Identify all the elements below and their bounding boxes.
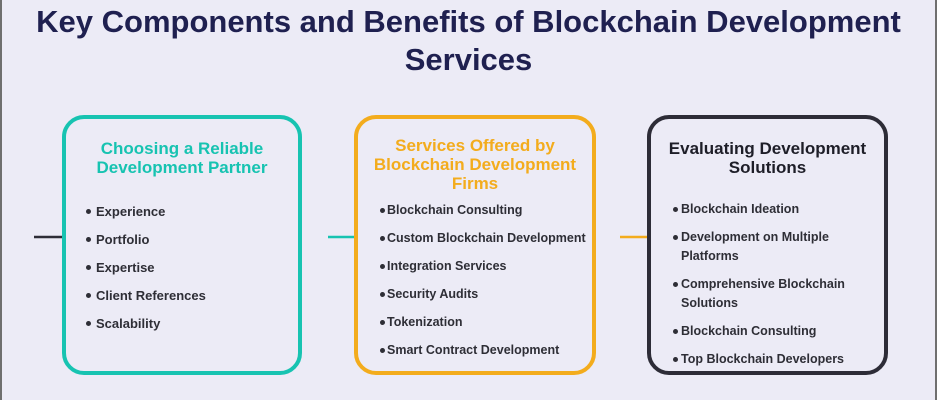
card-title: Services Offered by Blockchain Developme… xyxy=(373,136,577,193)
list-item: Security Audits xyxy=(358,285,592,304)
card-title: Choosing a Reliable Development Partner xyxy=(96,139,268,177)
list-item: Blockchain Ideation xyxy=(651,200,884,219)
card-services-offered: Services Offered by Blockchain Developme… xyxy=(354,115,596,375)
list-item: Comprehensive Blockchain Solutions xyxy=(651,275,884,313)
list-item: Custom Blockchain Development xyxy=(358,229,592,248)
list-item: Integration Services xyxy=(358,257,592,276)
list-item: Blockchain Consulting xyxy=(651,322,884,341)
right-border xyxy=(935,0,937,400)
list-item: Expertise xyxy=(66,258,298,277)
list-item: Portfolio xyxy=(66,230,298,249)
item-list: Experience Portfolio Expertise Client Re… xyxy=(66,202,298,342)
left-border xyxy=(0,0,2,400)
list-item: Smart Contract Development xyxy=(358,341,592,360)
list-item: Development on Multiple Platforms xyxy=(651,228,884,266)
list-item: Tokenization xyxy=(358,313,592,332)
card-title: Evaluating Development Solutions xyxy=(668,139,867,177)
list-item: Client References xyxy=(66,286,298,305)
list-item: Scalability xyxy=(66,314,298,333)
card-development-partner: Choosing a Reliable Development Partner … xyxy=(62,115,302,375)
list-item: Top Blockchain Developers xyxy=(651,350,884,369)
list-item: Experience xyxy=(66,202,298,221)
item-list: Blockchain Ideation Development on Multi… xyxy=(651,200,884,378)
list-item: Blockchain Consulting xyxy=(358,201,592,220)
item-list: Blockchain Consulting Custom Blockchain … xyxy=(358,201,592,369)
page-title: Key Components and Benefits of Blockchai… xyxy=(36,4,901,77)
card-evaluating-solutions: Evaluating Development Solutions Blockch… xyxy=(647,115,888,375)
